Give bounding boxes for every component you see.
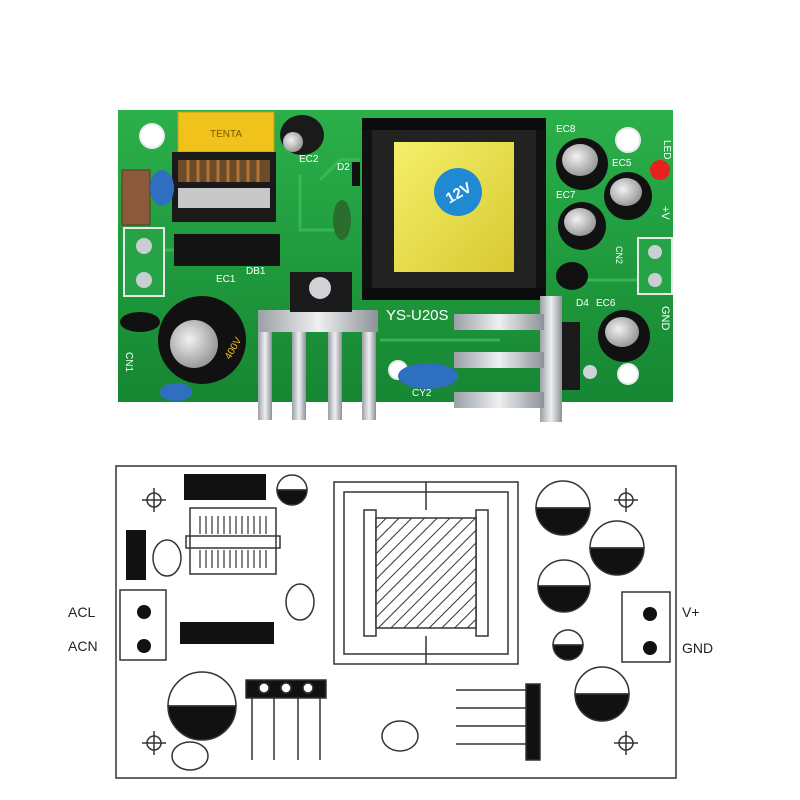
x-capacitor: TENTA [177, 111, 275, 153]
heatsink-left [258, 272, 378, 420]
input-terminal-outline [119, 589, 167, 661]
silk-ec7: EC7 [556, 190, 576, 201]
transformer: 12V [362, 118, 546, 300]
transformer-outline [333, 481, 519, 665]
silk-model: YS-U20S [386, 307, 449, 324]
common-mode-choke [172, 152, 276, 222]
oval-component-3 [381, 720, 419, 752]
silk-cn2: CN2 [614, 246, 624, 264]
film-capacitor [333, 200, 351, 240]
mounting-hole-br [614, 731, 638, 755]
label-acl: ACL [68, 604, 96, 620]
silk-d2: D2 [337, 162, 350, 173]
input-terminal [123, 227, 165, 297]
mounting-holes [139, 123, 641, 385]
capacitor-ec1: 400V [158, 296, 246, 384]
label-acn: ACN [68, 638, 98, 654]
heatsink-right [454, 296, 597, 422]
label-gnd: GND [682, 640, 714, 656]
capacitor-symbols [167, 474, 645, 741]
output-terminal [637, 237, 673, 295]
silk-ec1: EC1 [216, 274, 236, 285]
silk-cn1: CN1 [123, 352, 134, 372]
mounting-hole-bl [142, 731, 166, 755]
input-pad-acl [137, 605, 151, 619]
output-pad-gnd [643, 641, 657, 655]
label-vplus: V+ [682, 604, 700, 620]
silk-ec8: EC8 [556, 124, 576, 135]
input-pad-acn [137, 639, 151, 653]
oval-component-2 [285, 583, 315, 621]
output-pad-vplus [643, 607, 657, 621]
board-outline [115, 465, 677, 779]
silk-vplus: +V [659, 206, 671, 220]
y-capacitor-3 [160, 383, 192, 401]
output-terminal-outline [621, 591, 671, 663]
silk-d4: D4 [576, 298, 589, 309]
oval-component-4 [171, 741, 209, 771]
pcb-layout-diagram [115, 465, 677, 779]
x-capacitor-block [184, 474, 266, 500]
silk-ec2: EC2 [299, 154, 319, 165]
silk-led: LED [661, 140, 672, 159]
optocoupler [556, 262, 588, 290]
bridge-rectifier [174, 234, 280, 266]
silk-db1: DB1 [246, 266, 266, 277]
heatsink-right-outline [456, 683, 541, 761]
capacitor-ec2 [280, 115, 324, 155]
thermistor [120, 312, 160, 332]
fuse-resistor [121, 169, 151, 226]
fuse-block [126, 530, 146, 580]
xcap-brand-text: TENTA [210, 129, 242, 140]
oval-component-1 [152, 539, 182, 577]
choke-outline [185, 507, 281, 575]
diode-d2 [352, 162, 360, 186]
mounting-hole-tl [142, 488, 166, 512]
silk-ec5: EC5 [612, 158, 632, 169]
silk-gnd: GND [659, 306, 671, 331]
heatsink-left-outline [245, 679, 327, 760]
y-capacitor-cy2 [398, 363, 458, 389]
pcb-photo: TENTA EC2 D2 12V [118, 110, 673, 422]
mounting-hole-tr [614, 488, 638, 512]
bridge-block [180, 622, 274, 644]
silk-cy2: CY2 [412, 388, 432, 399]
led-indicator [650, 160, 670, 180]
y-capacitor-1 [150, 170, 174, 206]
output-capacitors [556, 138, 652, 362]
silk-ec6: EC6 [596, 298, 616, 309]
